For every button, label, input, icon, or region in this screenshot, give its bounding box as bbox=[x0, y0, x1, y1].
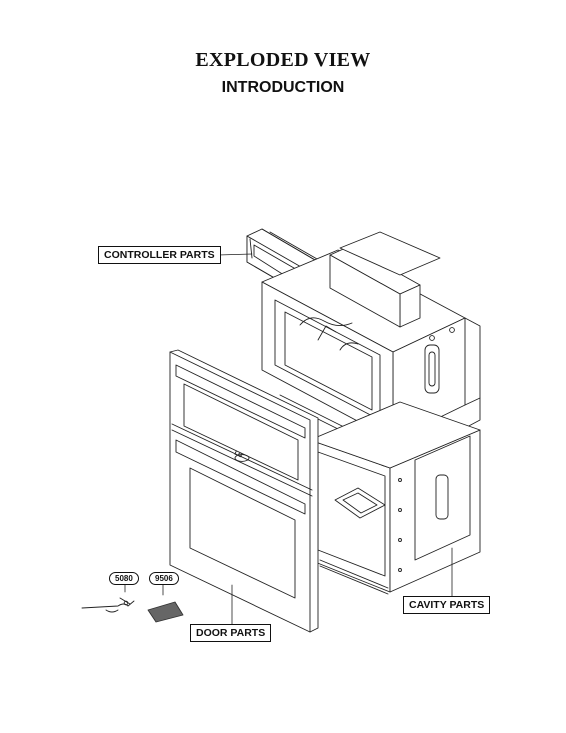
page-subtitle: INTRODUCTION bbox=[221, 79, 345, 96]
leader-lines bbox=[124, 253, 453, 625]
upper-cavity bbox=[261, 231, 481, 441]
pad-9506 bbox=[147, 601, 184, 623]
part-tag-5080: 5080 bbox=[109, 572, 139, 585]
lower-cavity bbox=[309, 401, 481, 595]
door-assembly bbox=[169, 349, 319, 633]
part-tag-9506: 9506 bbox=[149, 572, 179, 585]
callout-door-parts: DOOR PARTS bbox=[190, 624, 272, 642]
page-title: EXPLODED VIEW bbox=[195, 49, 371, 71]
sensor-wire-5080 bbox=[81, 597, 135, 613]
callout-cavity-parts: CAVITY PARTS bbox=[403, 596, 491, 614]
callout-controller-parts: CONTROLLER PARTS bbox=[98, 246, 221, 264]
